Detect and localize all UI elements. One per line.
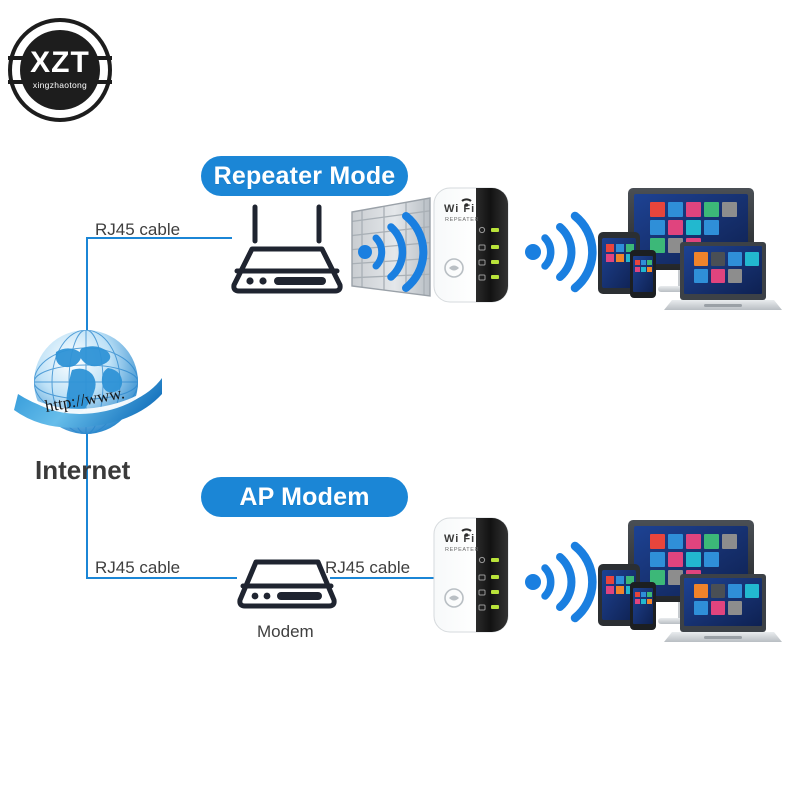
wifi-repeater-icon: Wi Fi REPEATER xyxy=(432,516,510,634)
smartphone-icon xyxy=(630,582,656,630)
brick-wall-icon xyxy=(348,196,436,302)
wifi-signal-icon xyxy=(524,541,597,623)
badge-repeater-mode-label: Repeater Mode xyxy=(213,161,396,190)
badge-ap-modem[interactable]: AP Modem xyxy=(201,477,408,517)
modem-label: Modem xyxy=(257,622,314,641)
wifi-signal-through-wall xyxy=(358,212,428,292)
globe-icon: http://www. xyxy=(12,322,164,452)
rj45-label-bottom-left: RJ45 cable xyxy=(95,558,181,577)
wps-button-icon xyxy=(444,258,464,278)
smartphone-icon xyxy=(630,250,656,298)
wifi-repeater-icon: Wi Fi REPEATER xyxy=(432,186,510,304)
device-cluster-icon xyxy=(592,518,792,646)
laptop-icon xyxy=(664,574,782,642)
wifi-signal-icon xyxy=(524,211,597,293)
repeater-led-indicators xyxy=(478,556,499,611)
logo-icon xyxy=(8,18,112,122)
logo-subtitle: xingzhaotong xyxy=(32,80,88,90)
rj45-line-bottom-left xyxy=(87,577,237,579)
repeater-brand-text: Wi Fi xyxy=(444,203,475,215)
svg-text:Wi Fi: Wi Fi xyxy=(444,533,475,545)
rj45-label-top: RJ45 cable xyxy=(95,220,181,239)
rj45-line-bottom-right xyxy=(330,577,448,579)
modem-icon xyxy=(232,556,342,618)
repeater-led-indicators xyxy=(478,226,499,281)
laptop-icon xyxy=(664,242,782,310)
brand-logo: XZT xingzhaotong xyxy=(8,18,112,122)
badge-repeater-mode[interactable]: Repeater Mode xyxy=(201,156,408,196)
rj45-label-bottom-right: RJ45 cable xyxy=(325,558,411,577)
device-cluster-icon xyxy=(592,186,792,314)
router-icon xyxy=(222,204,352,297)
wps-button-icon xyxy=(444,588,464,608)
repeater-model-text: REPEATER xyxy=(445,217,479,223)
internet-label: Internet xyxy=(35,455,131,485)
rj45-line-top-horizontal xyxy=(87,237,232,239)
monitor-icon xyxy=(628,520,754,624)
svg-text:REPEATER: REPEATER xyxy=(445,547,479,553)
logo-wordmark: XZT xyxy=(30,46,90,79)
badge-ap-modem-label: AP Modem xyxy=(239,482,370,511)
tablet-icon xyxy=(598,232,640,294)
